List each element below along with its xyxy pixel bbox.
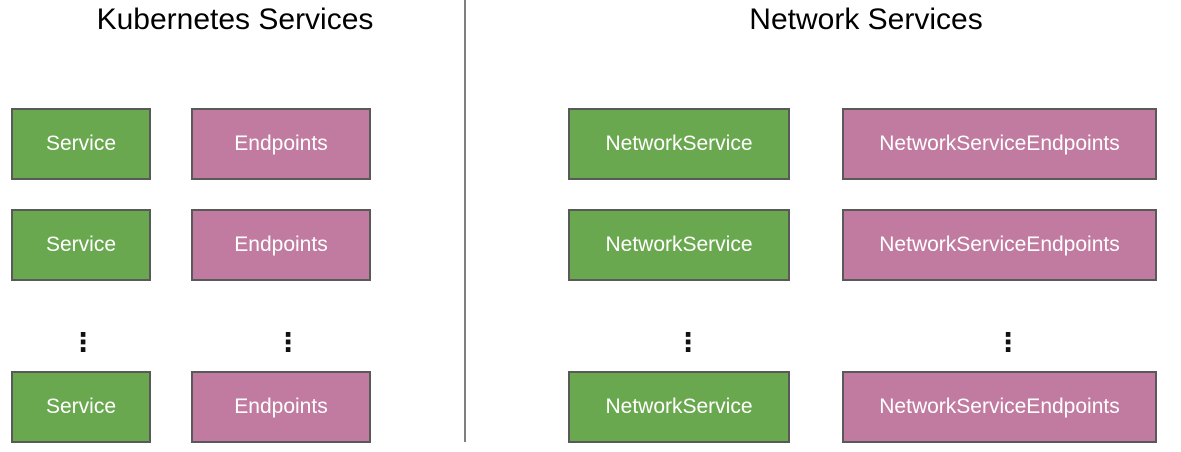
network-service-box: NetworkService (568, 371, 790, 443)
endpoints-box: Endpoints (191, 108, 371, 180)
service-box: Service (11, 209, 151, 281)
vertical-ellipsis-icon: ⋮ (275, 327, 301, 357)
endpoints-box: Endpoints (191, 371, 371, 443)
endpoints-box: Endpoints (191, 209, 371, 281)
service-box: Service (11, 108, 151, 180)
right-panel-title: Network Services (749, 3, 983, 36)
vertical-ellipsis-icon: ⋮ (675, 327, 701, 357)
network-service-box: NetworkService (568, 108, 790, 180)
vertical-ellipsis-icon: ⋮ (70, 327, 96, 357)
network-service-endpoints-box: NetworkServiceEndpoints (842, 371, 1157, 443)
network-service-box: NetworkService (568, 209, 790, 281)
left-panel-title: Kubernetes Services (96, 3, 374, 36)
network-service-endpoints-box: NetworkServiceEndpoints (842, 209, 1157, 281)
vertical-ellipsis-icon: ⋮ (995, 327, 1021, 357)
service-box: Service (11, 371, 151, 443)
network-service-endpoints-box: NetworkServiceEndpoints (842, 108, 1157, 180)
panel-divider (464, 0, 466, 442)
